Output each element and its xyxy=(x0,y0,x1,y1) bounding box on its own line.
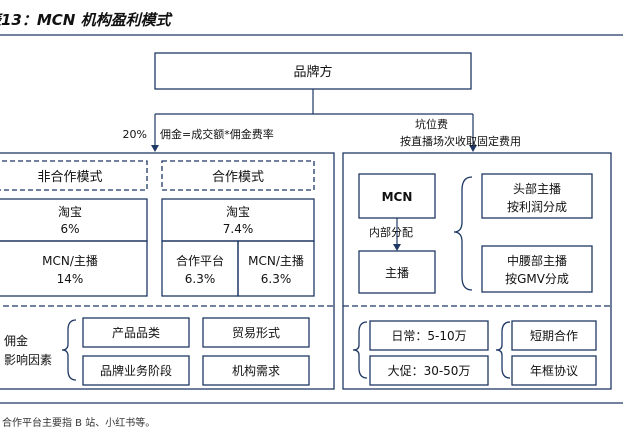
factor-trade-form: 贸易形式 xyxy=(232,326,280,340)
coop-title: 合作模式 xyxy=(212,170,264,185)
non-coop-platform1: 淘宝 xyxy=(58,205,82,219)
mcn-chain: MCN 内部分配 主播 xyxy=(358,173,436,294)
figure-title: 表13：MCN 机构盈利模式 xyxy=(0,11,174,29)
coop-rate2a: 6.3% xyxy=(185,272,216,286)
coop-platform2a: 合作平台 xyxy=(176,253,224,268)
mcn-label: MCN xyxy=(382,190,413,204)
coop-platform2b: MCN/主播 xyxy=(248,254,304,268)
top-streamer-line1: 头部主播 xyxy=(513,181,561,196)
non-coop-rate2: 14% xyxy=(57,272,84,286)
streamer-tiers: 头部主播 按利润分成 中腰部主播 按GMV分成 xyxy=(481,173,593,293)
commission-formula: 佣金=成交额*佣金费率 xyxy=(160,127,274,141)
slot-fee-label: 坑位费 xyxy=(415,117,448,131)
mid-streamer-line2: 按GMV分成 xyxy=(505,272,569,286)
non-coop-rate1: 6% xyxy=(60,222,79,236)
factors-label-line1: 佣金 xyxy=(4,333,28,348)
coop-rate1: 7.4% xyxy=(223,222,254,236)
allocation-brace xyxy=(453,176,473,291)
non-coop-title: 非合作模式 xyxy=(37,170,102,185)
non-coop-platform2: MCN/主播 xyxy=(42,254,98,268)
top-streamer-line2: 按利润分成 xyxy=(507,200,567,214)
coop-rate2b: 6.3% xyxy=(261,272,292,286)
commission-percent: 20% xyxy=(123,128,147,141)
fee-ranges: 日常：5-10万 大促：30-50万 xyxy=(369,320,489,386)
streamer-label: 主播 xyxy=(385,266,409,280)
daily-fee: 日常：5-10万 xyxy=(391,329,466,343)
factor-product-category: 产品品类 xyxy=(112,326,160,340)
commission-panel xyxy=(0,152,335,390)
factor-agency-demand: 机构需求 xyxy=(232,363,280,378)
fee-range-brace xyxy=(352,321,368,379)
factor-business-stage: 品牌业务阶段 xyxy=(100,363,172,378)
factor-list: 产品品类 贸易形式 品牌业务阶段 机构需求 xyxy=(82,317,310,386)
annual-contract: 年框协议 xyxy=(530,363,578,378)
slot-fee-panel xyxy=(342,152,612,390)
short-term-contract: 短期合作 xyxy=(530,328,578,343)
contract-types: 短期合作 年框协议 xyxy=(511,320,597,386)
contract-brace xyxy=(495,321,511,379)
mid-streamer-line1: 中腰部主播 xyxy=(507,253,567,268)
brand-node: 品牌方 xyxy=(154,52,472,90)
footnote: 注：合作平台主要指 B 站、小红书等。 xyxy=(0,416,155,429)
slot-fee-description: 按直播场次收取固定费用 xyxy=(400,134,521,148)
internal-allocation-label: 内部分配 xyxy=(369,225,413,239)
brand-label: 品牌方 xyxy=(293,64,332,80)
brand-connectors xyxy=(151,89,477,152)
coop-mode: 合作模式 淘宝 7.4% 合作平台 6.3% MCN/主播 6.3% xyxy=(161,160,315,297)
coop-platform1: 淘宝 xyxy=(226,205,250,219)
non-coop-mode: 非合作模式 淘宝 6% MCN/主播 14% xyxy=(0,160,148,297)
factors-brace xyxy=(61,319,77,381)
promo-fee: 大促：30-50万 xyxy=(388,364,471,378)
factors-label-line2: 影响因素 xyxy=(4,352,52,367)
